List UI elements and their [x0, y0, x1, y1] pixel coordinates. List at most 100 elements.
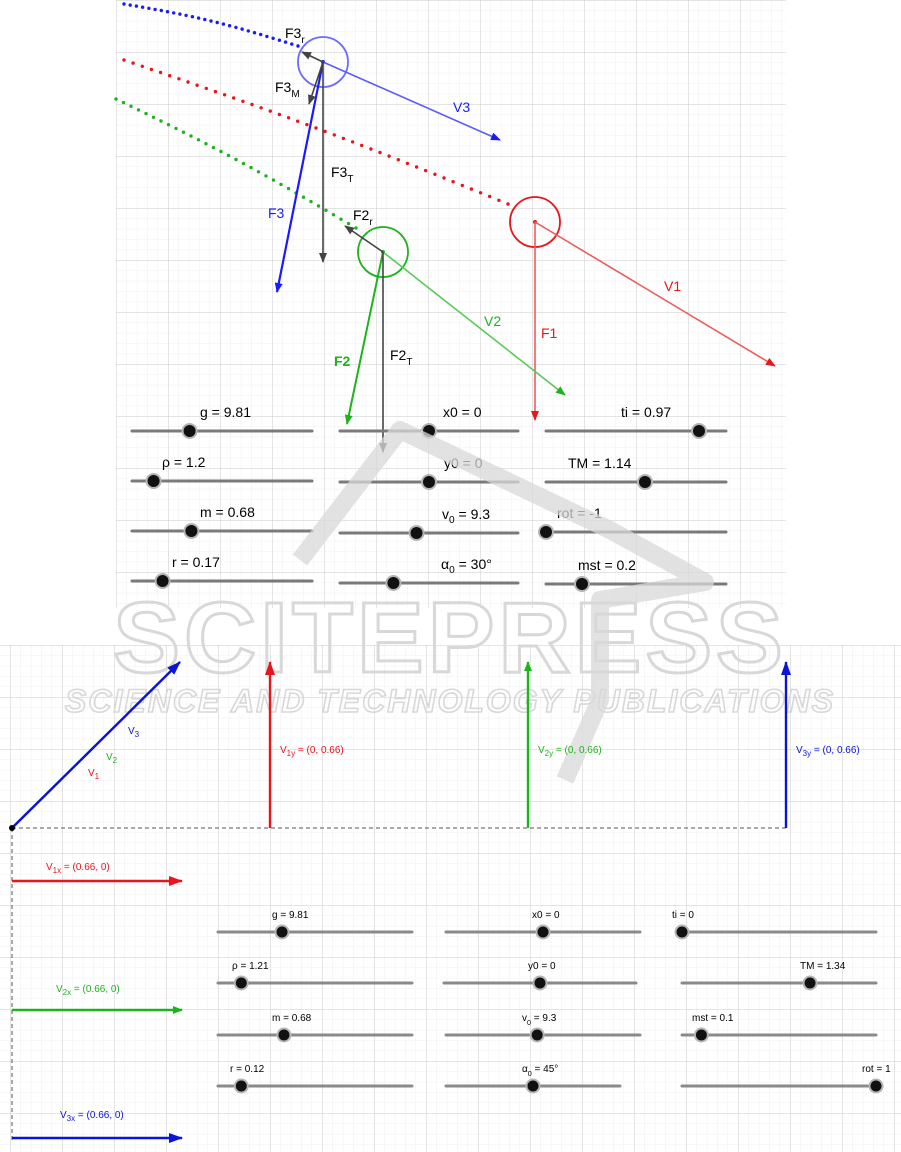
- slider-knob[interactable]: [870, 1080, 882, 1092]
- trajectory-dot: [241, 99, 245, 104]
- slider-knob[interactable]: [695, 1029, 707, 1041]
- trajectory-dot: [234, 157, 238, 162]
- slider-knob[interactable]: [235, 1080, 247, 1092]
- slider-knob[interactable]: [147, 475, 160, 487]
- slider-m[interactable]: m = 0.68: [216, 1013, 414, 1043]
- slider-knob[interactable]: [183, 425, 196, 437]
- slider-knob[interactable]: [235, 977, 247, 989]
- slider-label: v0 = 9.3: [522, 1013, 557, 1027]
- label-f2-r: F2r: [353, 207, 373, 228]
- label-v3y: V3y = (0, 0.66): [796, 745, 860, 758]
- trajectory-dot: [360, 143, 364, 148]
- slider-TM[interactable]: TM = 1.14: [544, 455, 728, 490]
- slider-TM[interactable]: TM = 1.34: [680, 961, 878, 991]
- trajectory-dot: [213, 89, 218, 94]
- trajectory-dot: [331, 213, 336, 217]
- slider-knob[interactable]: [410, 527, 423, 539]
- trajectory-dot: [232, 96, 236, 100]
- trajectory-dot: [387, 154, 391, 158]
- trajectory-dot: [151, 115, 156, 120]
- trajectory-dot: [159, 8, 163, 13]
- trajectory-dot: [378, 150, 382, 155]
- trajectory-dot: [240, 27, 244, 31]
- slider-knob[interactable]: [527, 1080, 539, 1092]
- slider-knob[interactable]: [387, 577, 400, 589]
- trajectory-dot: [177, 77, 181, 81]
- slider-v0[interactable]: v0 = 9.3: [444, 1013, 642, 1043]
- trajectory-dot: [497, 198, 501, 202]
- vector-f3-r: [301, 51, 324, 63]
- trajectory-dot: [149, 67, 154, 72]
- slider-x0[interactable]: x0 = 0: [338, 404, 520, 439]
- slider-knob[interactable]: [804, 977, 816, 989]
- slider-x0[interactable]: x0 = 0: [444, 910, 642, 940]
- trajectory-dot: [165, 10, 170, 14]
- watermark-title: SCITEPRESS: [113, 582, 787, 694]
- slider-g[interactable]: g = 9.81: [216, 910, 414, 940]
- trajectory-dot: [209, 19, 213, 23]
- slider-r[interactable]: r = 0.17: [130, 554, 314, 589]
- slider-label: α0 = 45°: [522, 1064, 558, 1078]
- slider-y0[interactable]: y0 = 0: [442, 961, 638, 991]
- trajectory-dot: [296, 44, 300, 48]
- label-f3-t: F3T: [331, 164, 353, 185]
- trajectory-dot: [259, 106, 263, 110]
- trajectory-dot: [250, 102, 254, 107]
- slider-knob[interactable]: [278, 1029, 290, 1041]
- trajectory-dot: [140, 64, 144, 69]
- trajectory-dot: [316, 204, 321, 208]
- slider-knob[interactable]: [185, 525, 198, 537]
- label-v1-bottom: V1: [88, 768, 100, 781]
- slider-knob[interactable]: [276, 926, 288, 938]
- trajectory-dot: [350, 140, 355, 144]
- trajectory-dot: [134, 4, 139, 8]
- trajectory-dot: [186, 80, 190, 84]
- slider-ti[interactable]: ti = 0: [672, 910, 878, 940]
- slider-knob[interactable]: [639, 476, 651, 488]
- slider-m[interactable]: m = 0.68: [130, 504, 314, 539]
- slider-mst[interactable]: mst = 0.1: [680, 1013, 878, 1043]
- trajectory-dot: [290, 42, 294, 46]
- slider-label: mst = 0.2: [578, 557, 636, 573]
- trajectory-dot: [147, 6, 151, 10]
- slider-label: rot = 1: [862, 1064, 891, 1075]
- slider-a0[interactable]: α0 = 30°: [338, 556, 520, 591]
- slider-rho[interactable]: ρ = 1.21: [216, 961, 414, 991]
- slider-label: ti = 0: [672, 910, 694, 921]
- slider-ti[interactable]: ti = 0.97: [544, 404, 728, 439]
- slider-rot[interactable]: rot = 1: [680, 1064, 891, 1094]
- trajectory-dot: [153, 7, 157, 12]
- slider-a0[interactable]: α0 = 45°: [444, 1064, 622, 1094]
- slider-v0[interactable]: v0 = 9.3: [338, 506, 520, 541]
- slider-r[interactable]: r = 0.12: [216, 1064, 414, 1094]
- trajectory-dot: [221, 22, 226, 26]
- vector-v3: [322, 61, 501, 141]
- slider-g[interactable]: g = 9.81: [130, 404, 314, 439]
- slider-knob[interactable]: [576, 578, 588, 590]
- origin-point: [9, 825, 15, 831]
- slider-knob[interactable]: [540, 526, 552, 538]
- slider-rho[interactable]: ρ = 1.2: [130, 454, 314, 489]
- slider-knob[interactable]: [534, 977, 546, 989]
- trajectory-dot: [211, 145, 216, 150]
- trajectory-dot: [442, 176, 446, 180]
- trajectory-dot: [158, 70, 163, 75]
- slider-knob[interactable]: [423, 476, 435, 488]
- trajectory-dot: [131, 61, 135, 65]
- trajectory-dot: [144, 111, 148, 116]
- slider-label: ρ = 1.21: [232, 961, 269, 972]
- trajectory-dot: [339, 217, 343, 221]
- trajectory-dot: [226, 153, 231, 158]
- slider-label: TM = 1.34: [800, 961, 846, 972]
- slider-label: mst = 0.1: [692, 1013, 734, 1024]
- slider-knob[interactable]: [676, 926, 688, 938]
- trajectory-dot: [252, 31, 257, 35]
- slider-knob[interactable]: [531, 1029, 543, 1041]
- slider-knob[interactable]: [693, 425, 705, 437]
- trajectory-dot: [241, 161, 246, 166]
- slider-knob[interactable]: [537, 926, 549, 938]
- slider-label: ρ = 1.2: [162, 454, 206, 470]
- trajectory-dot: [178, 12, 182, 16]
- trajectory-dot: [341, 136, 346, 141]
- slider-knob[interactable]: [156, 575, 169, 587]
